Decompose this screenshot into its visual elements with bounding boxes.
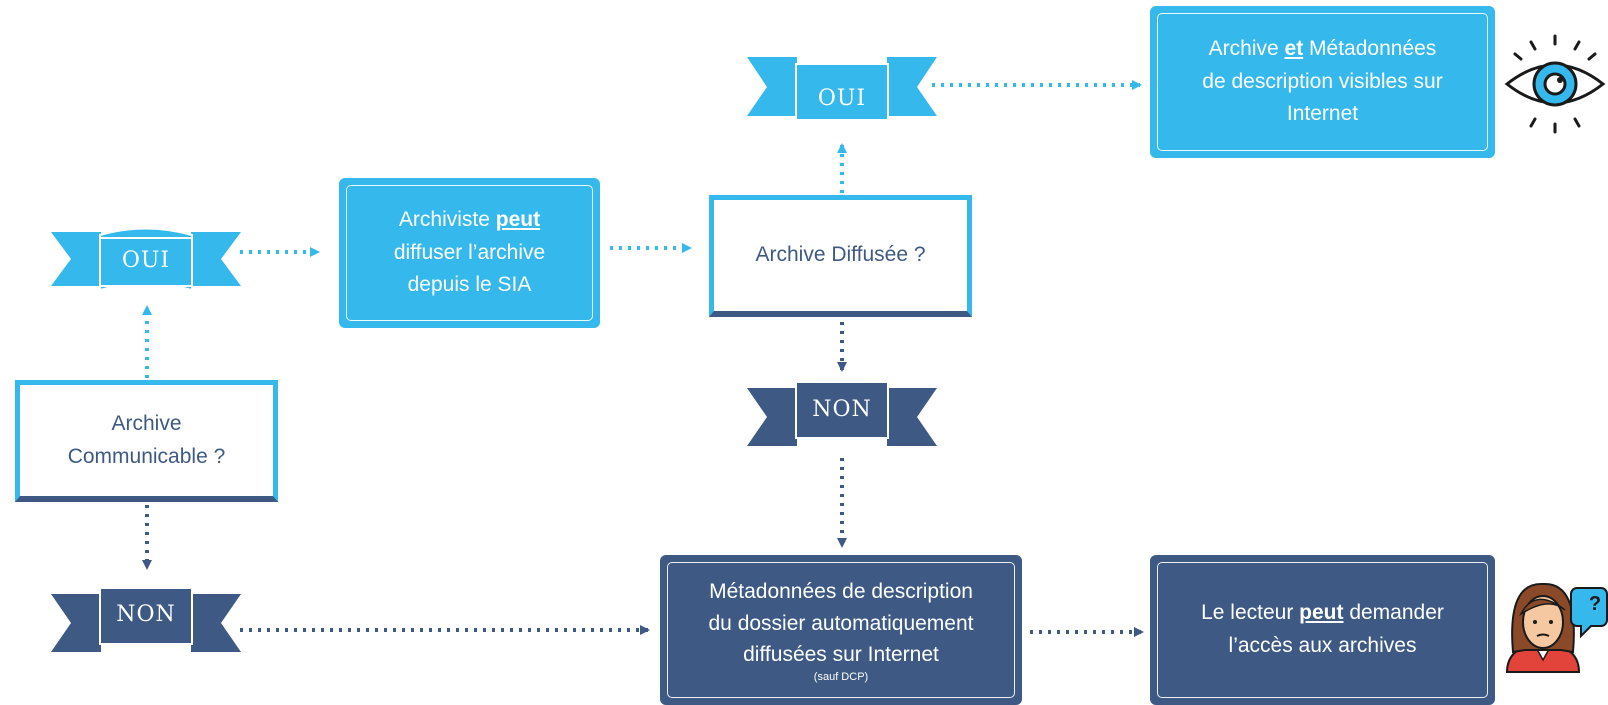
ribbon-non-mid: [747, 381, 937, 446]
lecteur-post: demander: [1343, 601, 1444, 625]
ribbon-non-left: [51, 587, 241, 652]
node-archive-communicable: Archive Communicable ?: [15, 380, 278, 502]
metadata-line-2: du dossier automatiquement: [708, 611, 974, 635]
node-lecteur-peut-demander: Le lecteur peut demander l’accès aux arc…: [1150, 555, 1495, 705]
metadata-note: (sauf DCP): [813, 670, 869, 683]
archiviste-line-3: depuis le SIA: [407, 273, 532, 297]
archiviste-line-2: diffuser l’archive: [393, 240, 546, 264]
ribbon-oui-top: [747, 57, 937, 121]
lecteur-line-2: l’accès aux archives: [1228, 634, 1417, 657]
metadata-line-3: diffusées sur Internet: [743, 643, 939, 667]
diffusee-label: Archive Diffusée ?: [755, 243, 926, 267]
reader-question-icon: [1505, 582, 1608, 673]
metadata-line-1: Métadonnées de description: [709, 580, 973, 604]
visible-emph: et: [1284, 37, 1304, 61]
node-archive-visible-internet: Archive et Métadonnées de description vi…: [1150, 6, 1495, 158]
archiviste-pre: Archiviste: [398, 208, 496, 232]
visible-line-3: Internet: [1286, 102, 1359, 126]
communicable-line-1: Archive: [111, 411, 182, 435]
visible-pre: Archive: [1208, 37, 1285, 61]
ribbon-non-mid-label: NON: [812, 397, 872, 422]
node-metadata-diffusees: Métadonnées de description du dossier au…: [660, 555, 1022, 705]
visible-post: Métadonnées: [1303, 37, 1437, 61]
lecteur-pre: Le lecteur: [1201, 601, 1300, 625]
eye-icon: [1504, 34, 1606, 134]
communicable-line-2: Communicable ?: [67, 444, 226, 468]
archiviste-emph: peut: [495, 208, 541, 232]
question-bubble-icon: [1570, 587, 1608, 639]
ribbon-oui-left-label: OUI: [121, 248, 171, 273]
visible-line-2: de description visibles sur: [1202, 69, 1443, 93]
node-archiviste-peut-diffuser: Archiviste peut diffuser l’archive depui…: [339, 178, 600, 328]
ribbon-oui-left: [51, 227, 241, 292]
ribbon-non-left-label: NON: [116, 602, 176, 627]
lecteur-emph: peut: [1299, 601, 1344, 625]
node-archive-diffusee: Archive Diffusée ?: [709, 195, 972, 317]
question-mark-label: ?: [1588, 593, 1602, 615]
ribbon-oui-top-label: OUI: [817, 86, 867, 111]
